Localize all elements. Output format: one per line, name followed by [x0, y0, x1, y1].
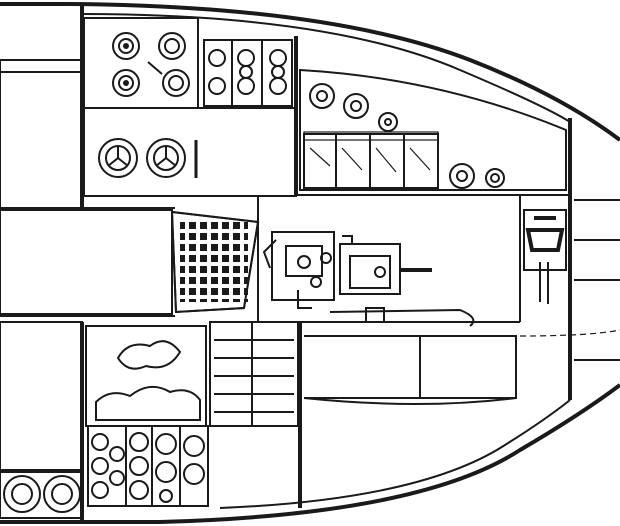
engine-machinery	[262, 231, 475, 327]
cup-shelf	[203, 39, 293, 107]
wood-table	[0, 209, 173, 315]
provisions-locker	[85, 325, 207, 427]
deck-hatches	[0, 469, 83, 519]
upper-right-shelf	[299, 68, 567, 191]
companionway-steps	[170, 210, 260, 314]
aft-cabin	[303, 329, 620, 405]
partitions	[0, 4, 572, 522]
ladder-steps	[209, 321, 299, 427]
stove-top	[83, 17, 199, 109]
bottom-bottle-rack	[87, 425, 209, 507]
sink-counter	[83, 107, 297, 197]
forward-locker	[523, 199, 620, 361]
upper-berth-grid	[0, 59, 83, 209]
lower-berth-grid	[0, 321, 83, 473]
